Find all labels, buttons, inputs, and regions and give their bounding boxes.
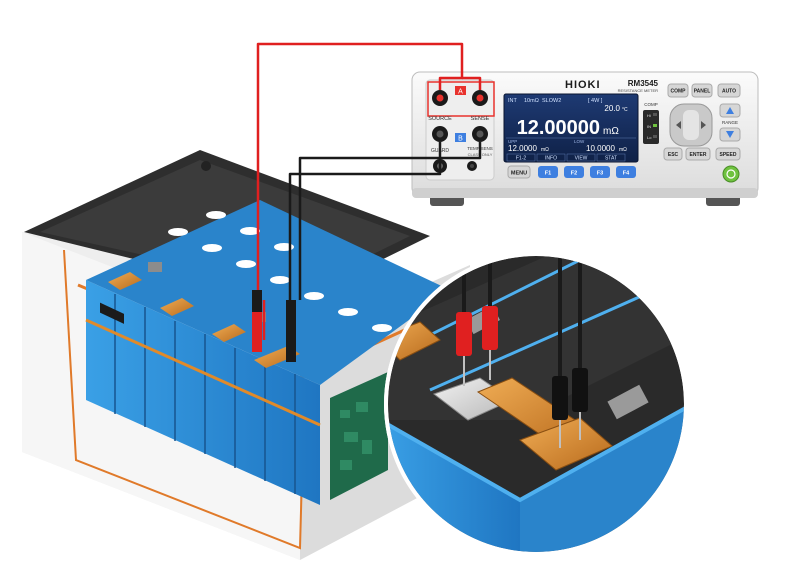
comp-button[interactable]: COMP (667, 83, 689, 98)
upper-limit-label: UPP (508, 139, 517, 144)
arrow-right-icon[interactable] (701, 121, 706, 129)
sense-label: SENSE (471, 116, 490, 122)
brand-logo: HIOKI (565, 79, 601, 91)
navigation-pad[interactable] (669, 103, 713, 147)
auto-button[interactable]: AUTO (717, 83, 741, 98)
source-terminal-a[interactable] (432, 90, 448, 106)
source-label: SOURCE (428, 116, 452, 122)
temperature-unit: °C (622, 107, 628, 113)
sense-terminal-a[interactable] (472, 90, 488, 106)
f2-button[interactable]: F2 (564, 166, 584, 178)
enter-button[interactable]: ENTER (685, 147, 711, 161)
main-reading-unit: mΩ (603, 126, 619, 137)
comp-indicator-label: COMP (644, 102, 658, 107)
softkey-stat: STAT (605, 156, 617, 162)
comp-lo-label: Lo (647, 135, 652, 140)
comparator-indicators: COMP Hi IN Lo (643, 102, 659, 144)
f3-button[interactable]: F3 (590, 166, 610, 178)
status-item-speed: SLOW2 (542, 98, 561, 104)
sense-terminal-b[interactable] (472, 126, 488, 142)
range-label: RANGE (722, 120, 738, 125)
terminal-mark-b: B (458, 136, 463, 143)
auto-button-label: AUTO (722, 89, 736, 95)
temperature-value: 20.0 (604, 104, 620, 113)
speed-button-label: SPEED (720, 152, 737, 158)
upper-limit-value: 12.0000 (508, 144, 537, 153)
measurement-mode: [ 4W ] (588, 98, 603, 104)
bms-circuit-board (330, 372, 388, 500)
status-item-range: 10mΩ (524, 98, 539, 104)
source-terminal-b[interactable] (432, 126, 448, 142)
resistance-meter: A B SOURCE SENSE GUARD TEMP.SENS CLASS O… (411, 71, 759, 206)
esc-button[interactable]: ESC (663, 147, 683, 161)
main-reading: 12.00000 (517, 117, 600, 139)
model-subtitle: RESISTANCE METER (618, 88, 658, 93)
lower-limit-label: LOW (574, 139, 585, 144)
arrow-down-icon (726, 131, 734, 138)
f3-button-label: F3 (597, 171, 603, 177)
f4-button[interactable]: F4 (616, 166, 636, 178)
f1-button[interactable]: F1 (538, 166, 558, 178)
meter-display: INT 10mΩ SLOW2 [ 4W ] 20.0 °C 12.00000 m… (503, 93, 639, 163)
range-up-button[interactable] (719, 103, 741, 118)
comp-in-label: IN (647, 124, 651, 129)
comp-button-label: COMP (671, 89, 687, 95)
softkey-f1-2: F1-2 (516, 156, 527, 162)
f2-button-label: F2 (571, 171, 577, 177)
lower-limit-unit: mΩ (619, 147, 627, 153)
probe-leads (252, 42, 482, 362)
model-name: RM3545 (628, 79, 659, 88)
f4-button-label: F4 (623, 171, 630, 177)
menu-button[interactable]: MENU (507, 165, 531, 179)
power-icon (726, 169, 736, 179)
status-item-integration: INT (508, 98, 518, 104)
terminal-mark-a: A (458, 89, 463, 96)
arrow-left-icon[interactable] (676, 121, 681, 129)
lower-limit-value: 10.0000 (586, 144, 615, 153)
softkey-info: INFO (545, 156, 557, 162)
panel-button-label: PANEL (694, 89, 711, 95)
upper-limit-unit: mΩ (541, 147, 549, 153)
enter-button-label: ENTER (690, 152, 707, 158)
esc-button-label: ESC (668, 152, 679, 158)
power-button[interactable] (722, 165, 740, 183)
menu-button-label: MENU (511, 171, 527, 177)
temp-sensor-jack[interactable] (467, 161, 477, 171)
busbars (108, 272, 300, 368)
comp-hi-label: Hi (647, 113, 651, 118)
f1-button-label: F1 (545, 171, 551, 177)
arrow-up-icon (726, 107, 734, 114)
speed-button[interactable]: SPEED (715, 147, 741, 161)
softkey-view: VIEW (575, 156, 588, 162)
range-down-button[interactable] (719, 127, 741, 142)
panel-button[interactable]: PANEL (691, 83, 713, 98)
